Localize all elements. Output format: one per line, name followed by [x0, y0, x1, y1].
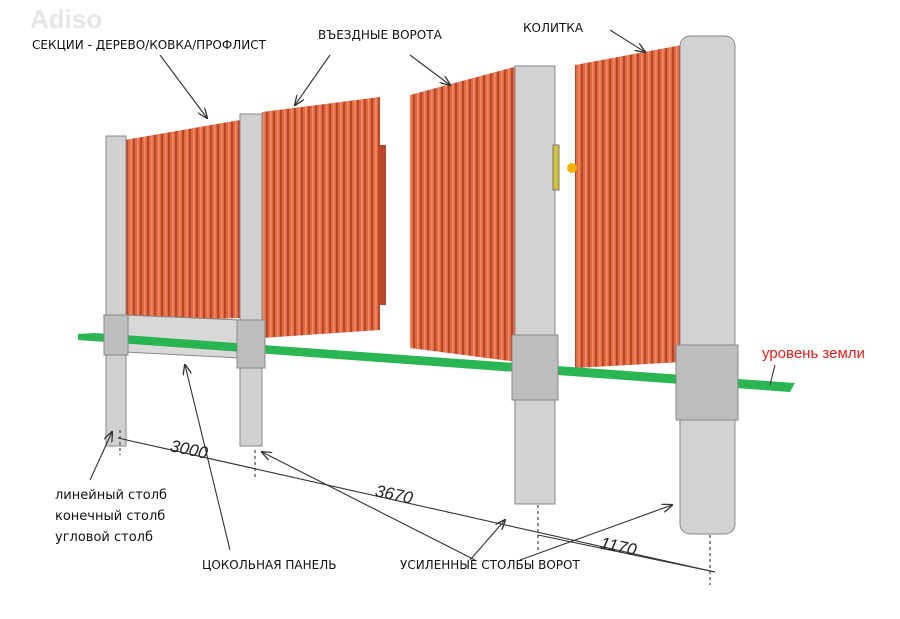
watermark-logo: Adiso: [30, 4, 103, 34]
arrow-gate-post-1: [262, 452, 476, 561]
post-type-end: конечный столб: [55, 509, 166, 524]
end-post: [675, 35, 739, 535]
arrow-gates: [409, 54, 450, 85]
arrow-wicket: [609, 29, 645, 52]
post-type-corner: угловой столб: [55, 530, 153, 545]
gate-leaf: [410, 66, 518, 362]
wicket-label: КОЛИТКА: [523, 21, 584, 35]
ground-level-label: уровень земли: [762, 345, 865, 362]
dimension-lines: [117, 430, 716, 585]
arrow-sections-2: [295, 54, 331, 105]
wicket-leaf: [575, 45, 682, 368]
ground-level-tick: [769, 364, 776, 386]
arrow-post-types: [89, 432, 112, 481]
post-2: [236, 113, 266, 447]
gate-posts-label: УСИЛЕННЫЕ СТОЛБЫ ВОРОТ: [400, 558, 580, 572]
arrow-gate-post-2: [469, 520, 505, 561]
section-panel-1: [125, 120, 240, 322]
plinth-panel-label: ЦОКОЛЬНАЯ ПАНЕЛЬ: [202, 558, 337, 572]
gates-label: ВЪЕЗДНЫЕ ВОРОТА: [318, 28, 442, 42]
arrow-plinth: [185, 365, 231, 551]
post-types-list: линейный столб конечный столб угловой ст…: [55, 485, 167, 548]
section-panel-2: [262, 97, 380, 338]
sections-label: СЕКЦИИ - ДЕРЕВО/КОВКА/ПРОФЛИСТ: [32, 38, 266, 52]
gate-post: [511, 65, 559, 505]
pointer-arrows: [89, 29, 776, 561]
post-1: [103, 135, 129, 447]
post-type-linear: линейный столб: [55, 488, 168, 503]
gate-latch-icon: [552, 144, 577, 191]
arrow-gate-post-3: [519, 505, 672, 561]
arrow-sections: [159, 54, 207, 118]
panel-edge: [380, 145, 386, 305]
